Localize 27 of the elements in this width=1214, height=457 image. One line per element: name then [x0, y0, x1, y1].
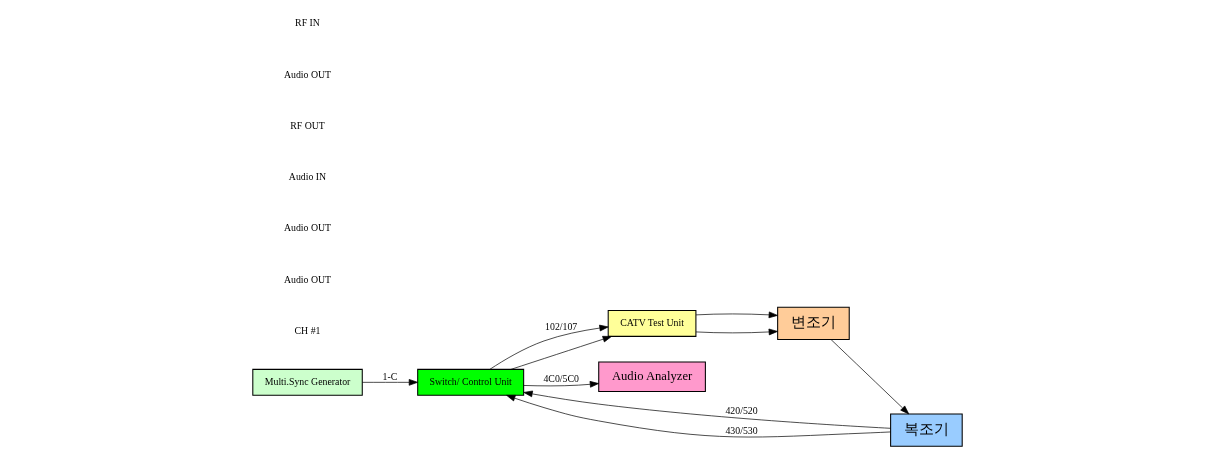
- label: CH #1: [294, 324, 320, 336]
- arrow: [830, 339, 909, 415]
- edge-label: 1-C: [382, 370, 397, 382]
- label: RF OUT: [289, 119, 325, 131]
- node-box: Switch/ Control Unit: [416, 368, 524, 396]
- edge-label: 4C0/5C0: [542, 373, 579, 385]
- label: Audio OUT: [283, 68, 331, 80]
- label: Audio OUT: [283, 273, 331, 285]
- node-box: Multi.Sync Generator: [251, 368, 363, 396]
- arrow: [489, 324, 608, 370]
- arrow: [695, 328, 778, 336]
- arrow: [361, 379, 418, 386]
- node-box: 변조기: [776, 306, 850, 341]
- label: Audio OUT: [283, 222, 331, 234]
- arrow: [505, 395, 891, 438]
- label: RF IN: [294, 17, 320, 29]
- edge-label: 430/530: [724, 424, 758, 436]
- edge-label: 420/520: [724, 405, 758, 417]
- arrow: [523, 390, 891, 429]
- arrow: [510, 335, 612, 370]
- arrow: [695, 311, 778, 319]
- edge-label: 102/107: [544, 320, 577, 332]
- node-box: Audio Analyzer: [597, 361, 706, 392]
- node-box: CATV Test Unit: [607, 309, 696, 337]
- node-box: 복조기: [889, 413, 963, 447]
- label: Audio IN: [288, 171, 326, 183]
- arrow: [522, 381, 599, 388]
